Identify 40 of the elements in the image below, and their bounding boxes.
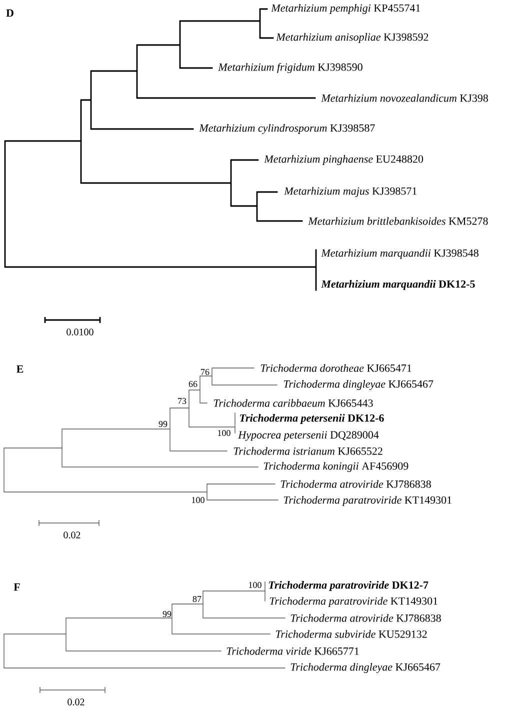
taxon-label: Metarhizium marquandii KJ398548: [321, 249, 478, 259]
bootstrap-value: 100: [218, 430, 230, 436]
taxon-label: Metarhizium pinghaense EU248820: [264, 155, 424, 165]
taxon-label: Trichoderma dorotheae KJ665471: [260, 364, 412, 372]
panel-letter: F: [14, 583, 20, 591]
taxon-label: Trichoderma petersenii DK12-6: [240, 414, 384, 424]
taxon-label: Trichoderma dingleyae KJ665467: [284, 380, 434, 390]
taxon-label: Metarhizium majus KJ398571: [284, 187, 417, 197]
taxon-label: Trichoderma paratroviride KT149301: [284, 496, 452, 506]
taxon-label: Trichoderma dingleyae KJ665467: [290, 663, 440, 673]
taxon-label: Hypocrea petersenii DQ289004: [238, 431, 379, 441]
bootstrap-value: 100: [249, 582, 262, 588]
scale-label: 0.02: [68, 698, 84, 706]
scale-label: 0.02: [64, 532, 80, 538]
taxon-label: Metarhizium pemphigi KP455741: [271, 4, 420, 14]
taxon-label: Metarhizium novozealandicum KJ398: [321, 94, 488, 102]
taxon-label: Metarhizium anisopliae KJ398592: [276, 33, 428, 43]
bootstrap-value: 99: [158, 420, 168, 428]
bootstrap-value: 66: [188, 380, 198, 388]
panel-letter: D: [6, 9, 14, 17]
taxon-label: Metarhizium cylindrosporum KJ398587: [199, 124, 375, 134]
panel-letter: E: [16, 365, 24, 373]
taxon-label: Trichoderma koningii AF456909: [264, 462, 408, 472]
scale-label: 0.0100: [66, 328, 94, 336]
bootstrap-value: 87: [192, 596, 202, 602]
taxon-label: Metarhizium marquandii DK12-5: [321, 280, 475, 290]
taxon-label: Metarhizium frigidum KJ398590: [218, 62, 362, 74]
taxon-label: Trichoderma subviride KU529132: [276, 630, 427, 638]
taxon-label: Trichoderma atroviride KJ786838: [290, 614, 441, 622]
bootstrap-value: 76: [201, 368, 210, 376]
taxon-label: Trichoderma caribbaeum KJ665443: [214, 399, 373, 407]
bootstrap-value: 100: [192, 496, 204, 504]
taxon-label: Metarhizium brittlebankisoides KM5278: [308, 217, 488, 225]
taxon-label: Trichoderma istrianum KJ665522: [234, 447, 382, 455]
bootstrap-value: 99: [162, 610, 172, 618]
bootstrap-value: 73: [178, 398, 186, 404]
taxon-label: Trichoderma paratroviride KT149301: [270, 597, 438, 607]
taxon-label: Trichoderma paratroviride DK12-7: [269, 581, 428, 591]
taxon-label: Trichoderma atroviride KJ786838: [280, 480, 431, 488]
taxon-label: Trichoderma viride KJ665771: [226, 647, 359, 655]
